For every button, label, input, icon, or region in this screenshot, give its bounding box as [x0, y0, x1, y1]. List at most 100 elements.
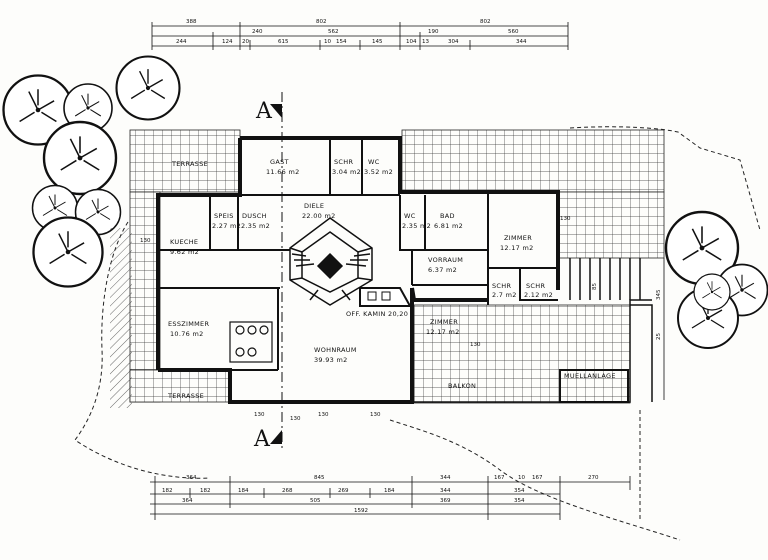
dim-bottom: 270	[588, 475, 599, 481]
dim-bottom: 184	[384, 488, 395, 494]
area-dusch: 2.35 m2	[241, 222, 270, 230]
area-esszimmer: 10.76 m2	[170, 330, 204, 338]
area-gast: 11.66 m2	[266, 168, 300, 176]
label-schrank-b: SCHR	[526, 282, 545, 290]
area-schrank-b: 2.12 m2	[524, 291, 553, 299]
dim-bottom: 268	[282, 488, 293, 494]
dim-bottom: 167	[532, 475, 543, 481]
dim-bottom: 845	[314, 475, 325, 481]
area-vorraum: 6.37 m2	[428, 266, 457, 274]
label-kueche: KUECHE	[170, 238, 198, 246]
label-schrank-a: SCHR	[492, 282, 511, 290]
label-wohnraum: WOHNRAUM	[314, 346, 357, 354]
opening-dim: 130	[470, 342, 481, 348]
dim-bottom-total: 1592	[354, 508, 368, 514]
balcony-paving	[413, 304, 631, 404]
terrace-top-paving	[129, 129, 241, 193]
tree-icon	[115, 55, 181, 121]
section-marker-bottom: A	[253, 427, 271, 452]
opening-dim: 130	[560, 216, 571, 222]
dim-bottom: 369	[440, 498, 451, 504]
label-terrasse-top: TERRASSE	[171, 160, 208, 168]
dim-bottom: 184	[238, 488, 249, 494]
label-wc-mid: WC	[404, 212, 416, 220]
dining-furniture	[229, 321, 273, 363]
section-marker-top: A	[255, 99, 273, 124]
dim-top: 240	[252, 29, 263, 35]
side-dimensions: 85 345 25	[592, 258, 665, 400]
label-vorraum: VORRAUM	[428, 256, 463, 264]
dim-top: 104	[406, 39, 417, 45]
label-wc-top: WC	[368, 158, 380, 166]
area-diele: 22.00 m2	[302, 212, 336, 220]
east-paving	[557, 191, 665, 259]
dim-top: 562	[328, 29, 339, 35]
area-zimmer-mid: 12.17 m2	[426, 328, 460, 336]
section-line: A A	[253, 92, 283, 452]
area-wc-top: 3.52 m2	[364, 168, 393, 176]
dim-bottom: 364	[182, 498, 193, 504]
dim-bottom: 269	[338, 488, 349, 494]
label-zimmer-mid: ZIMMER	[430, 318, 458, 326]
label-muellanlage: MUELLANLAGE	[564, 372, 616, 380]
opening-dim: 130	[140, 238, 151, 244]
dim-side: 85	[592, 283, 598, 290]
label-esszimmer: ESSZIMMER	[168, 320, 209, 328]
dim-top: 388	[186, 19, 197, 25]
dim-side: 345	[656, 289, 662, 300]
dim-bottom: 167	[494, 475, 505, 481]
area-wc-mid: 2.35 m2	[402, 222, 431, 230]
top-dimension-labels: 388 802 802 240 562 190 560 244 124 20 6…	[176, 19, 527, 45]
dim-side: 25	[656, 333, 662, 340]
bottom-dimension-labels: 364 845 344 167 10 167 270 182 182 184 2…	[162, 475, 599, 514]
dim-bottom: 182	[162, 488, 173, 494]
dim-top: 13	[422, 39, 429, 45]
dim-top: 190	[428, 29, 439, 35]
label-zimmer-right: ZIMMER	[504, 234, 532, 242]
area-kueche: 9.62 m2	[170, 248, 199, 256]
opening-dim: 130	[370, 412, 381, 418]
area-zimmer-right: 12.17 m2	[500, 244, 534, 252]
dim-top: 560	[508, 29, 519, 35]
area-speis: 2.27 m2	[212, 222, 241, 230]
dim-top: 802	[316, 19, 327, 25]
dim-bottom: 344	[440, 475, 451, 481]
label-dusch: DUSCH	[242, 212, 267, 220]
room-labels: TERRASSE GAST 11.66 m2 SCHR 3.04 m2 WC 3…	[167, 158, 616, 400]
opening-dimensions: 130 130 130 130 130 130 130	[140, 216, 571, 422]
dim-bottom: 354	[514, 488, 525, 494]
fireplace	[359, 287, 412, 307]
opening-dim: 130	[254, 412, 265, 418]
paving	[110, 129, 665, 408]
dim-bottom: 364	[186, 475, 197, 481]
interior-walls	[158, 138, 629, 403]
central-staircase	[289, 217, 373, 306]
label-gast: GAST	[270, 158, 289, 166]
terrace-right-paving	[401, 129, 665, 193]
label-schrank-top: SCHR	[334, 158, 353, 166]
property-boundary	[74, 126, 761, 541]
label-bad: BAD	[440, 212, 455, 220]
dim-bottom: 344	[440, 488, 451, 494]
dim-bottom: 182	[200, 488, 211, 494]
label-balkon: BALKON	[448, 382, 476, 390]
dim-bottom: 505	[310, 498, 321, 504]
dim-top: 244	[176, 39, 187, 45]
dim-bottom: 354	[514, 498, 525, 504]
balcony-railing	[414, 258, 653, 403]
area-schrank-a: 2.7 m2	[492, 291, 517, 299]
area-wohnraum: 39.93 m2	[314, 356, 348, 364]
dim-bottom: 10	[518, 475, 525, 481]
area-bad: 6.81 m2	[434, 222, 463, 230]
dim-top: 154	[336, 39, 347, 45]
opening-dim: 130	[318, 412, 329, 418]
trees-right	[664, 210, 768, 349]
dim-top: 304	[448, 39, 459, 45]
dim-top: 20	[242, 39, 249, 45]
tree-icon	[693, 273, 731, 311]
label-speis: SPEIS	[214, 212, 234, 220]
label-kamin: OFF. KAMIN 20,20	[346, 310, 408, 318]
label-diele: DIELE	[304, 202, 324, 210]
dim-top: 344	[516, 39, 527, 45]
